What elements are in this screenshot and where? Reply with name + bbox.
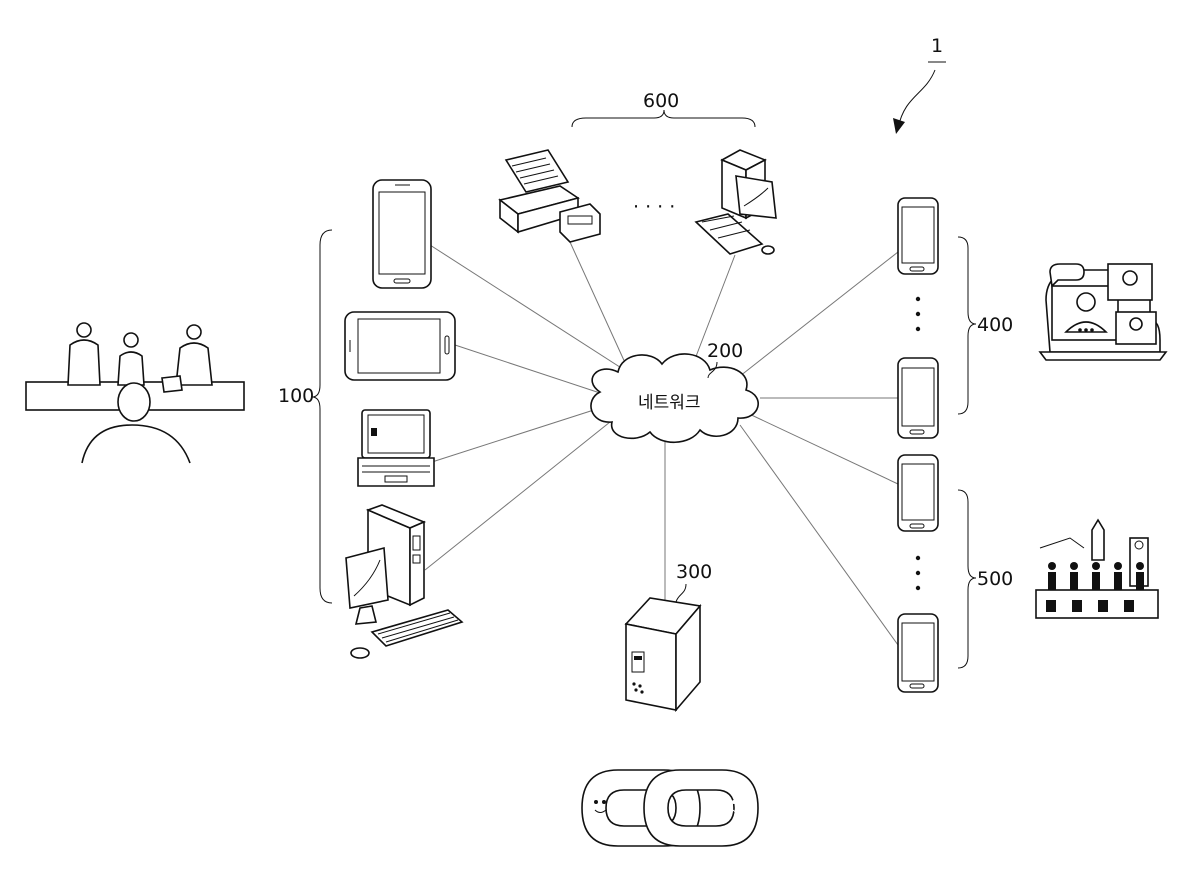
phone-400-bottom: [898, 358, 938, 438]
laptop-device: [358, 410, 434, 486]
smartphone-device: [373, 180, 431, 288]
network-name: 네트워크: [638, 393, 701, 413]
stage-event-illustration: [1036, 520, 1158, 618]
group-600: 600 · · · ·: [500, 90, 776, 254]
group-500-label: 500: [977, 568, 1013, 590]
connection-lines: [425, 242, 898, 645]
phone-500-top: [898, 455, 938, 531]
phone-500-bottom: [898, 614, 938, 692]
office-pc-device: [696, 150, 776, 254]
link-desktop: [425, 418, 615, 570]
group-100-label: 100: [278, 385, 314, 407]
group-100: 100: [26, 180, 462, 658]
link-smartphone: [430, 245, 640, 380]
server-300: 300: [626, 561, 712, 710]
group-400: 400: [898, 198, 1166, 438]
phone-500-ellipsis: [916, 556, 920, 590]
group-400-label: 400: [977, 314, 1013, 336]
phone-400-top: [898, 198, 938, 274]
link-phone-400-top: [735, 252, 898, 380]
system-reference: 1: [893, 35, 946, 134]
chain-link-logo: [582, 770, 758, 846]
link-pos-terminal: [570, 242, 632, 378]
tablet-device: [345, 312, 455, 380]
counter-meeting-illustration: [26, 323, 244, 463]
group-500: 500: [898, 455, 1158, 692]
system-label: 1: [931, 35, 943, 57]
link-laptop: [432, 408, 600, 462]
link-tablet: [455, 345, 600, 393]
link-phone-500-bottom: [740, 425, 898, 645]
pos-terminal-device: [500, 150, 600, 242]
group-600-label: 600: [643, 90, 679, 112]
server-label: 300: [676, 561, 712, 583]
network-cloud: 네트워크 200: [591, 340, 758, 442]
phone-400-ellipsis: [916, 297, 920, 331]
network-label: 200: [707, 340, 743, 362]
link-phone-500-top: [745, 412, 898, 484]
video-conference-illustration: [1040, 264, 1166, 360]
desktop-pc-device: [346, 505, 462, 658]
pos-ellipsis: · · · ·: [633, 196, 675, 218]
